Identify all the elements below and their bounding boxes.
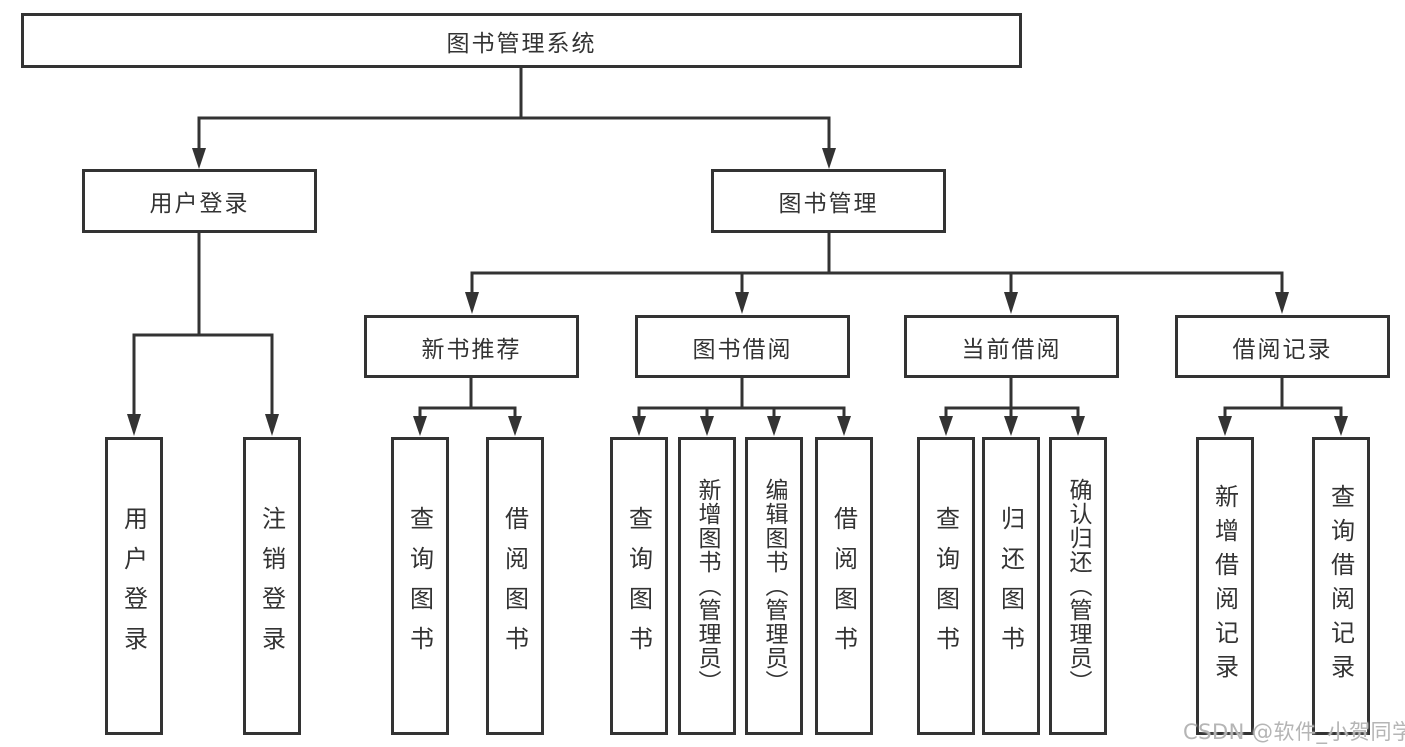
connector-borrow-record-to-leaves — [1218, 378, 1348, 436]
node-leaf-nb-borrow-books: 借阅图书 — [486, 437, 544, 735]
node-book-borrow-label: 图书借阅 — [692, 336, 793, 363]
connector-book-management-to-level3 — [465, 233, 1289, 314]
connector-current-borrow-to-leaves — [939, 378, 1085, 436]
node-leaf-cb-confirm-return: 确认归还（管理员） — [1049, 437, 1107, 735]
connector-root-to-level2 — [192, 68, 836, 169]
node-leaf-bb-add-books-label: 新增图书（管理员） — [694, 478, 720, 694]
node-user-login-label: 用户登录 — [149, 191, 250, 217]
node-user-login: 用户登录 — [82, 169, 317, 233]
node-current-borrow: 当前借阅 — [904, 315, 1119, 378]
node-book-management-label: 图书管理 — [778, 191, 879, 217]
node-leaf-cb-query-books-label: 查询图书 — [931, 506, 960, 666]
node-leaf-cb-confirm-return-label: 确认归还（管理员） — [1065, 478, 1091, 694]
node-leaf-cb-return-books: 归还图书 — [982, 437, 1040, 735]
node-borrow-record: 借阅记录 — [1175, 315, 1390, 378]
node-root-label: 图书管理系统 — [446, 30, 597, 57]
connector-book-borrow-to-leaves — [632, 378, 851, 436]
node-new-book-recommend-label: 新书推荐 — [421, 336, 522, 363]
node-root: 图书管理系统 — [21, 13, 1022, 68]
node-leaf-nb-borrow-books-label: 借阅图书 — [500, 506, 529, 666]
node-leaf-cb-query-books: 查询图书 — [917, 437, 975, 735]
node-leaf-bb-query-books-label: 查询图书 — [624, 506, 653, 666]
connector-new-book-to-leaves — [413, 378, 522, 436]
node-leaf-user-login-label: 用户登录 — [119, 506, 148, 666]
node-leaf-bb-borrow-books: 借阅图书 — [815, 437, 873, 735]
node-new-book-recommend: 新书推荐 — [364, 315, 579, 378]
node-leaf-br-add-record: 新增借阅记录 — [1196, 437, 1254, 735]
node-leaf-br-add-record-label: 新增借阅记录 — [1210, 484, 1239, 688]
node-leaf-br-query-record: 查询借阅记录 — [1312, 437, 1370, 735]
node-leaf-user-login: 用户登录 — [105, 437, 163, 735]
node-leaf-bb-edit-books-label: 编辑图书（管理员） — [761, 478, 787, 694]
node-book-borrow: 图书借阅 — [635, 315, 850, 378]
connector-user-login-to-leaves — [127, 233, 279, 436]
node-leaf-cb-return-books-label: 归还图书 — [996, 506, 1025, 666]
node-leaf-bb-add-books: 新增图书（管理员） — [678, 437, 736, 735]
node-leaf-nb-query-books: 查询图书 — [391, 437, 449, 735]
node-leaf-br-query-record-label: 查询借阅记录 — [1326, 484, 1355, 688]
node-leaf-bb-edit-books: 编辑图书（管理员） — [745, 437, 803, 735]
node-leaf-nb-query-books-label: 查询图书 — [405, 506, 434, 666]
node-leaf-logout-label: 注销登录 — [257, 506, 286, 666]
node-leaf-bb-borrow-books-label: 借阅图书 — [829, 506, 858, 666]
node-borrow-record-label: 借阅记录 — [1232, 336, 1333, 363]
node-book-management: 图书管理 — [711, 169, 946, 233]
node-current-borrow-label: 当前借阅 — [961, 336, 1062, 363]
node-leaf-logout: 注销登录 — [243, 437, 301, 735]
csdn-watermark: CSDN @软件_小贺同学 — [1183, 720, 1405, 744]
node-leaf-bb-query-books: 查询图书 — [610, 437, 668, 735]
